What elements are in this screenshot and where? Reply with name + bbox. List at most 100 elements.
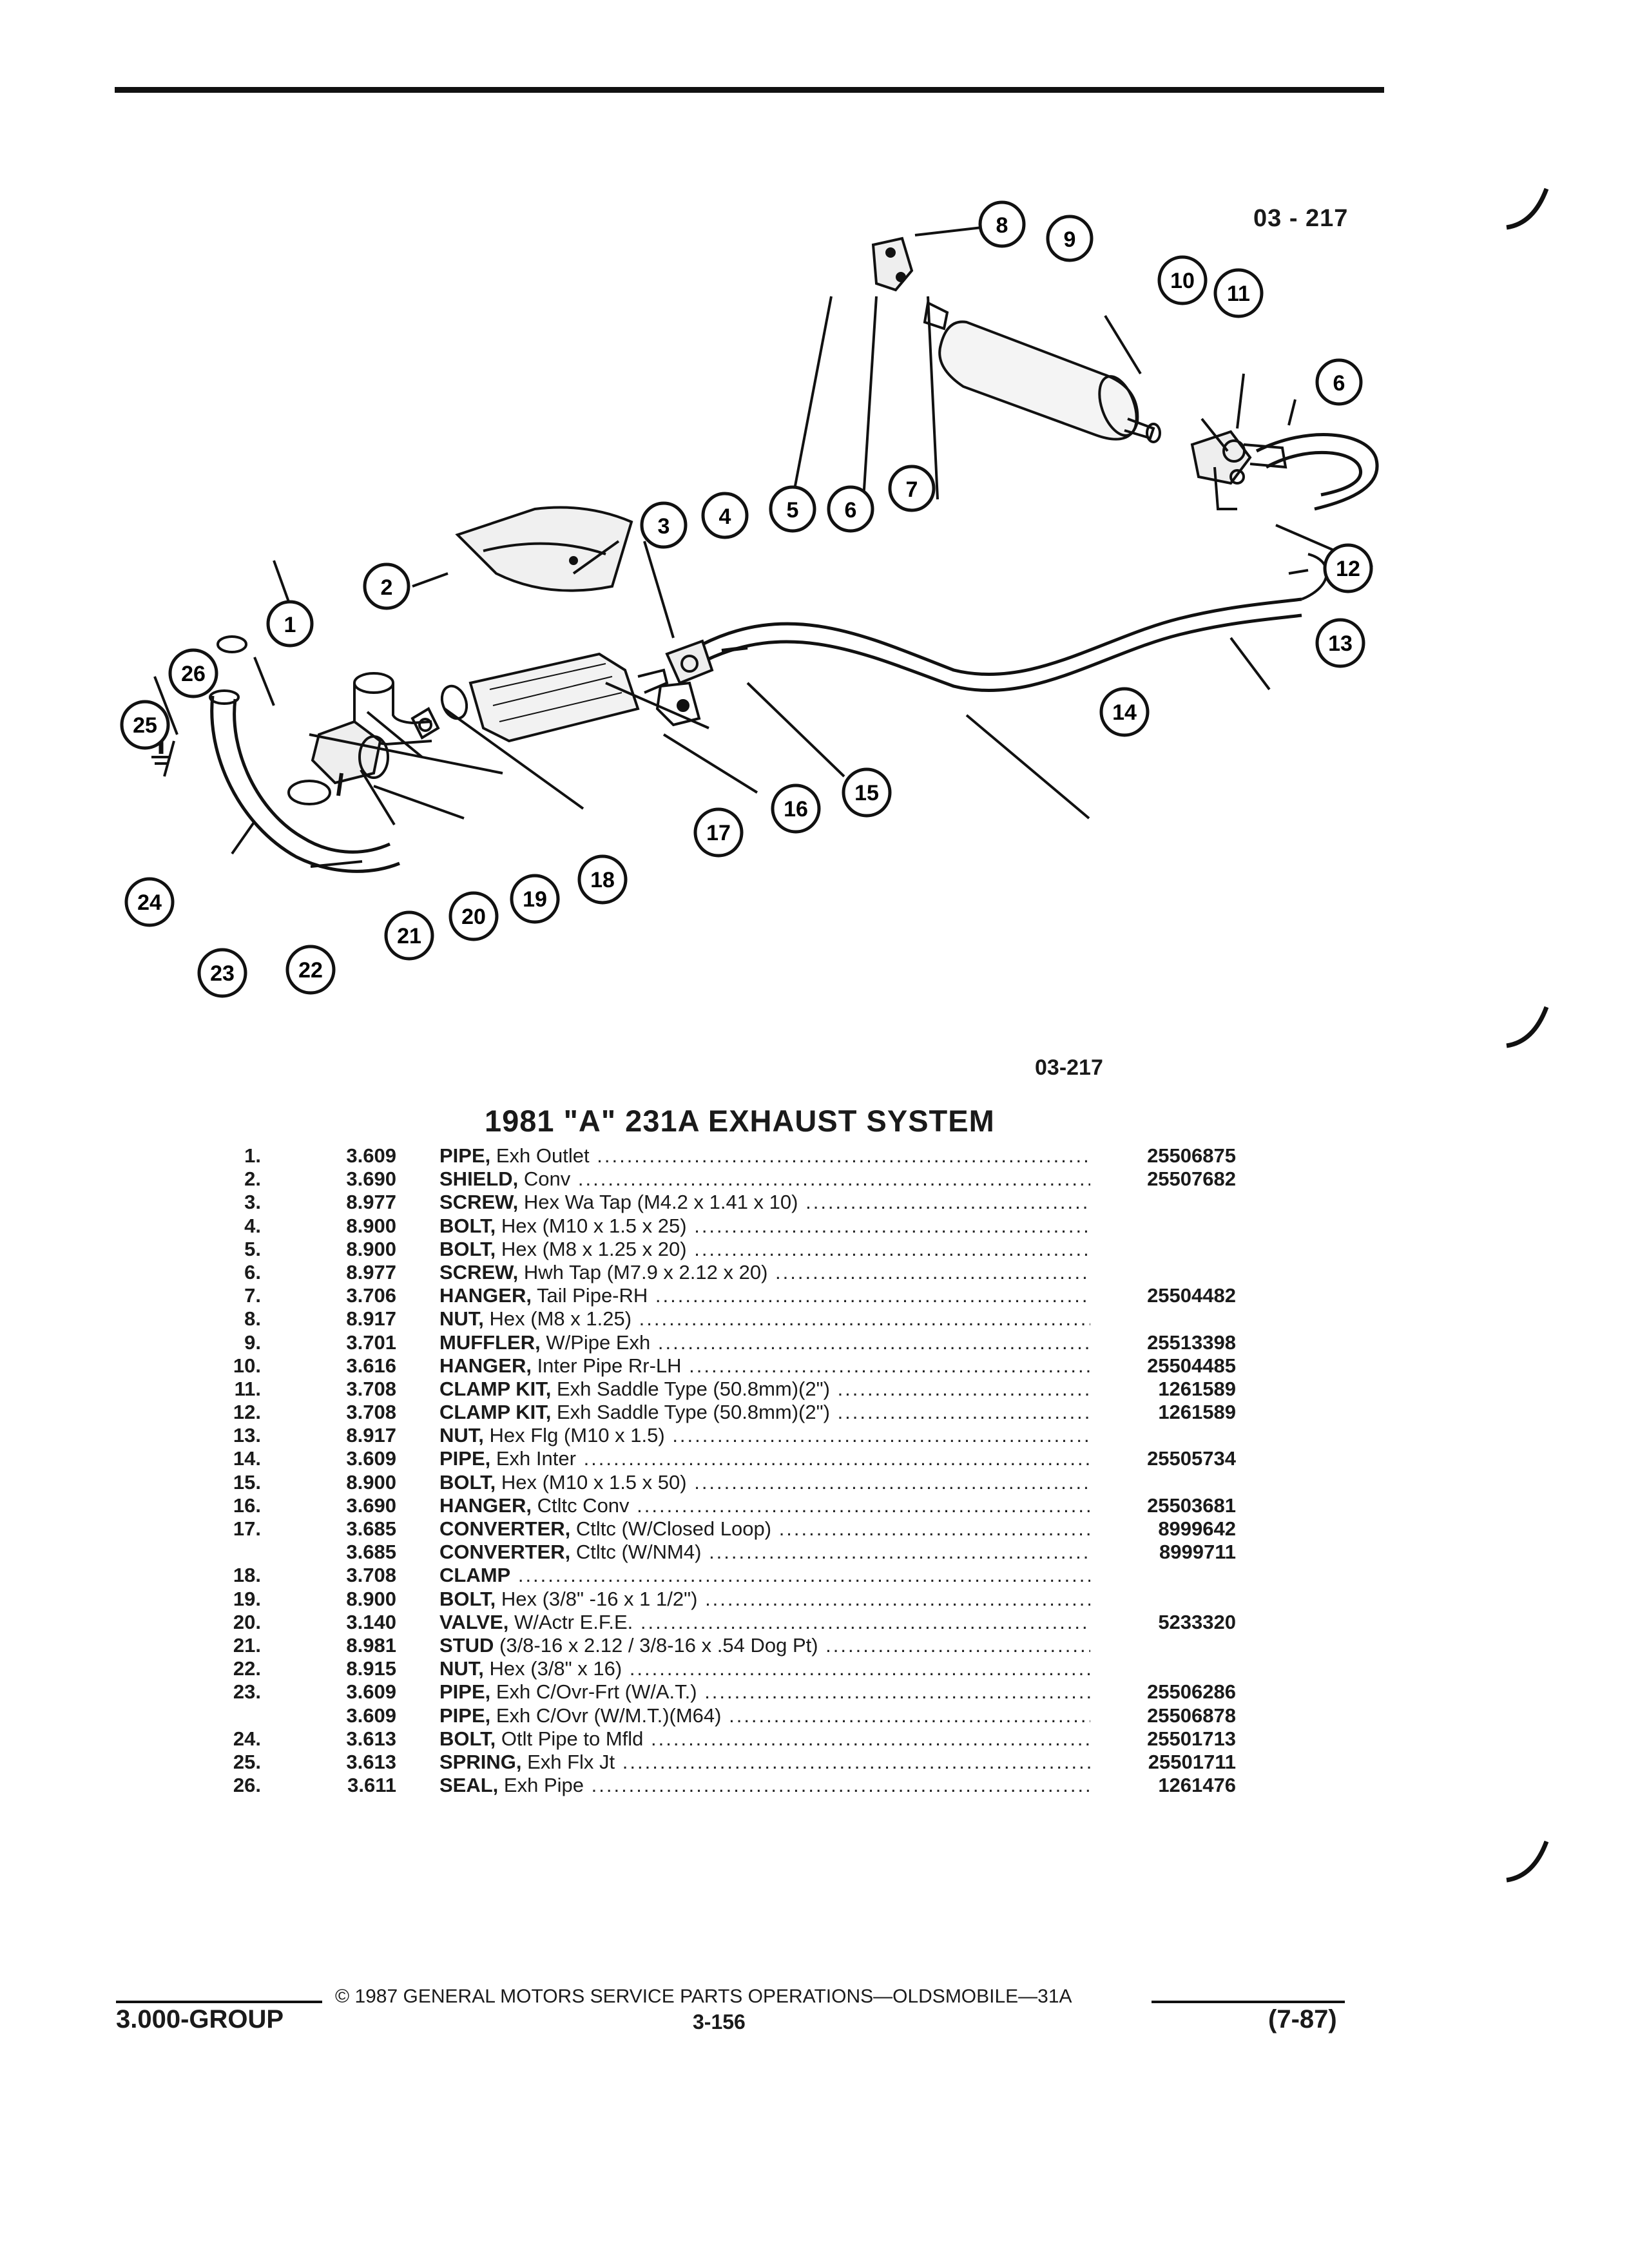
part-description: HANGER, Tail Pipe-RH ...................…: [439, 1284, 1090, 1307]
svg-text:7: 7: [906, 477, 918, 502]
dot-leader: ........................................…: [709, 1541, 1090, 1564]
group-number: 8.981: [346, 1633, 396, 1657]
part-name: PIPE,: [439, 1447, 491, 1470]
page-number: 3-156: [693, 2010, 746, 2033]
group-number: 3.140: [346, 1610, 396, 1633]
part-name: BOLT,: [439, 1727, 496, 1750]
part-name: CLAMP KIT,: [439, 1377, 552, 1400]
dot-leader: ........................................…: [591, 1774, 1090, 1797]
part-description: CLAMP KIT, Exh Saddle Type (50.8mm)(2") …: [439, 1378, 1090, 1401]
date-code: (7-87): [1268, 2005, 1337, 2033]
svg-text:5: 5: [787, 498, 799, 523]
part-name: CLAMP KIT,: [439, 1401, 552, 1424]
callout-20: 20: [448, 891, 499, 941]
part-name: HANGER,: [439, 1494, 532, 1517]
item-number: 18.: [233, 1564, 261, 1587]
group-number: 3.616: [346, 1354, 396, 1377]
group-number: 8.977: [346, 1191, 396, 1214]
group-number: 8.900: [346, 1470, 396, 1494]
part-detail: Ctltc (W/Closed Loop): [570, 1517, 772, 1540]
item-number: 17.: [233, 1517, 261, 1540]
callout-8: 8: [978, 200, 1026, 248]
group-number: 3.708: [346, 1401, 396, 1424]
callout-24: 24: [124, 877, 175, 927]
part-name: CONVERTER,: [439, 1517, 571, 1540]
part-description: SCREW, Hex Wa Tap (M4.2 x 1.41 x 10) ...…: [439, 1191, 1090, 1214]
item-number: 4.: [244, 1214, 261, 1237]
dot-leader: ........................................…: [689, 1354, 1090, 1377]
svg-text:2: 2: [381, 575, 393, 600]
part-name: VALVE,: [439, 1610, 509, 1633]
part-name: CLAMP: [439, 1564, 511, 1587]
part-detail: Exh C/Ovr (W/M.T.)(M64): [490, 1704, 722, 1727]
part-number: 25505734: [1147, 1447, 1236, 1470]
item-number: 23.: [233, 1680, 261, 1704]
part-detail: Conv: [518, 1168, 571, 1191]
part-name: SEAL,: [439, 1774, 499, 1797]
part-description: BOLT, Hex (3/8" -16 x 1 1/2") ..........…: [439, 1588, 1090, 1611]
callout-2: 2: [363, 562, 410, 610]
callout-6b: 6: [1315, 358, 1363, 406]
svg-text:4: 4: [719, 505, 731, 529]
group-number: 3.685: [346, 1517, 396, 1540]
callout-26: 26: [168, 648, 218, 698]
group-number: 3.708: [346, 1564, 396, 1587]
part-name: CONVERTER,: [439, 1541, 571, 1564]
part-name: NUT,: [439, 1307, 484, 1331]
dot-leader: ........................................…: [622, 1750, 1090, 1773]
item-number: 19.: [233, 1587, 261, 1610]
part-name: PIPE,: [439, 1144, 491, 1167]
dot-leader: ........................................…: [778, 1517, 1090, 1540]
part-name: SHIELD,: [439, 1168, 519, 1191]
dot-leader: ........................................…: [705, 1587, 1090, 1610]
dot-leader: ........................................…: [837, 1377, 1090, 1400]
dot-leader: ........................................…: [597, 1144, 1090, 1167]
part-detail: Exh Flx Jt: [521, 1750, 615, 1773]
part-description: NUT, Hex Flg (M10 x 1.5) ...............…: [439, 1424, 1090, 1447]
item-number: 1.: [244, 1144, 261, 1167]
svg-text:3: 3: [658, 514, 670, 539]
callout-5: 5: [769, 485, 816, 533]
callout-7: 7: [888, 465, 936, 512]
binding-mark-top: [1506, 187, 1549, 230]
part-description: HANGER, Inter Pipe Rr-LH ...............…: [439, 1354, 1090, 1378]
svg-text:8: 8: [996, 213, 1008, 238]
item-number: 6.: [244, 1260, 261, 1283]
item-number: 10.: [233, 1354, 261, 1377]
callout-14: 14: [1099, 687, 1150, 737]
part-number: 25507682: [1147, 1168, 1236, 1191]
part-detail: Inter Pipe Rr-LH: [531, 1354, 682, 1377]
part-name: NUT,: [439, 1424, 484, 1447]
group-number: 3.609: [346, 1704, 396, 1727]
dot-leader: ........................................…: [837, 1401, 1090, 1424]
part-description: CONVERTER, Ctltc (W/Closed Loop) .......…: [439, 1517, 1090, 1541]
part-description: BOLT, Hex (M10 x 1.5 x 50) .............…: [439, 1471, 1090, 1494]
dot-leader: ........................................…: [775, 1260, 1090, 1283]
svg-text:18: 18: [590, 868, 615, 892]
svg-text:23: 23: [210, 961, 235, 986]
part-detail: Tail Pipe-RH: [531, 1284, 648, 1307]
part-name: MUFFLER,: [439, 1331, 541, 1354]
copyright-notice: © 1987 GENERAL MOTORS SERVICE PARTS OPER…: [335, 1986, 1072, 2007]
svg-text:10: 10: [1170, 269, 1195, 293]
part-description: SCREW, Hwh Tap (M7.9 x 2.12 x 20) ......…: [439, 1261, 1090, 1284]
part-description: VALVE, W/Actr E.F.E. ...................…: [439, 1611, 1090, 1634]
svg-text:25: 25: [133, 713, 157, 738]
part-detail: Hwh Tap (M7.9 x 2.12 x 20): [518, 1260, 768, 1283]
dot-leader: ........................................…: [640, 1610, 1090, 1633]
item-number: 5.: [244, 1237, 261, 1260]
part-name: HANGER,: [439, 1354, 532, 1377]
part-detail: Exh Outlet: [490, 1144, 590, 1167]
part-number: 8999642: [1158, 1517, 1236, 1540]
svg-text:15: 15: [854, 781, 879, 805]
part-name: PIPE,: [439, 1704, 491, 1727]
footer-rule-right: [1152, 2001, 1345, 2003]
item-number: 2.: [244, 1168, 261, 1191]
